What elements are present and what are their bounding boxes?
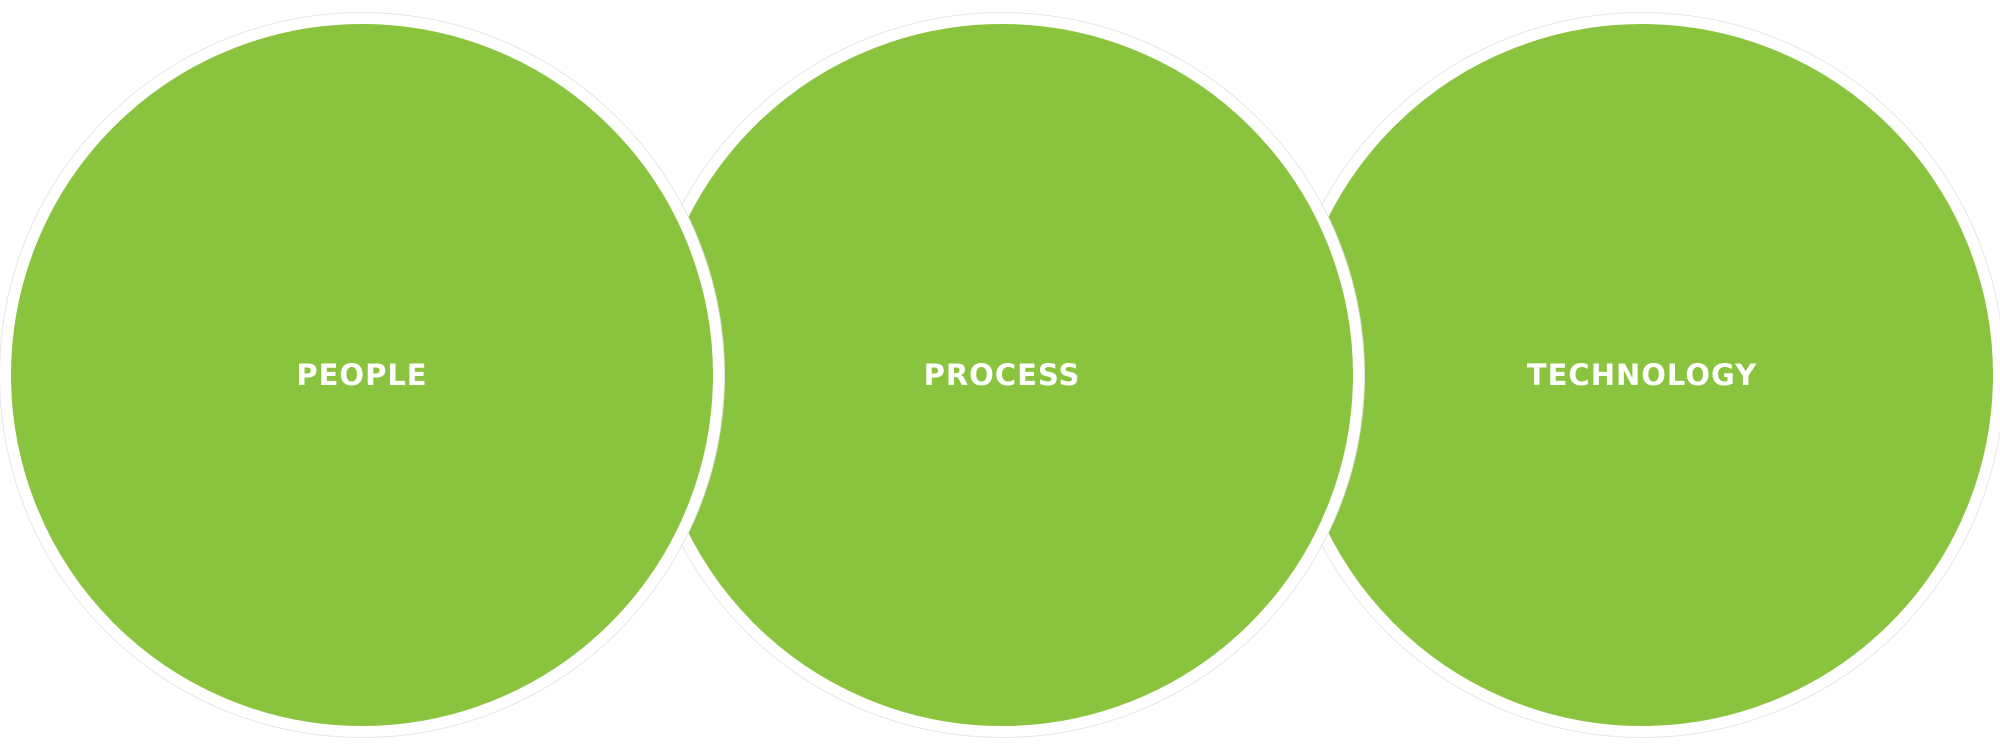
technology-label: TECHNOLOGY bbox=[1526, 358, 1758, 392]
people-label: PEOPLE bbox=[296, 358, 428, 392]
process-label: PROCESS bbox=[923, 358, 1081, 392]
process-circle: PROCESS bbox=[640, 13, 1364, 737]
technology-circle: TECHNOLOGY bbox=[1280, 13, 2000, 737]
people-circle: PEOPLE bbox=[0, 13, 724, 737]
